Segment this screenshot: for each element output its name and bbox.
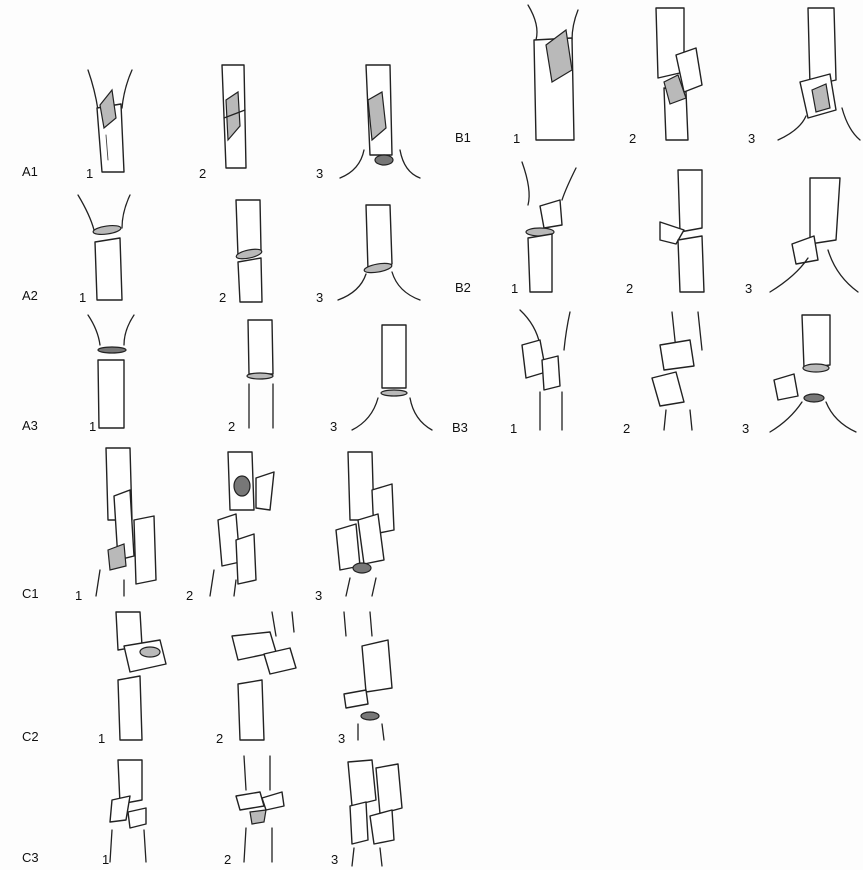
b3-3-drawing: [770, 315, 856, 432]
a2-item-2-label: 2: [219, 290, 226, 305]
c3-2-drawing: [236, 756, 284, 862]
b3-item-1-label: 1: [510, 421, 517, 436]
c1-2-drawing: [210, 452, 274, 596]
a1-1-drawing: [88, 70, 132, 172]
a3-item-3-label: 3: [330, 419, 337, 434]
c2-item-2-label: 2: [216, 731, 223, 746]
row-label-b1: B1: [455, 130, 471, 145]
b2-item-1-label: 1: [511, 281, 518, 296]
row-label-b3: B3: [452, 420, 468, 435]
row-label-b2: B2: [455, 280, 471, 295]
c1-item-2-label: 2: [186, 588, 193, 603]
b3-1-drawing: [520, 310, 570, 430]
a1-3-drawing: [340, 65, 420, 178]
b1-item-2-label: 2: [629, 131, 636, 146]
b3-item-2-label: 2: [623, 421, 630, 436]
b2-item-3-label: 3: [745, 281, 752, 296]
a1-item-2-label: 2: [199, 166, 206, 181]
c2-3-drawing: [344, 612, 392, 740]
b1-item-3-label: 3: [748, 131, 755, 146]
a3-3-drawing: [352, 325, 432, 430]
row-label-c3: C3: [22, 850, 39, 865]
b2-item-2-label: 2: [626, 281, 633, 296]
row-label-a2: A2: [22, 288, 38, 303]
row-label-c1: C1: [22, 586, 39, 601]
a1-item-3-label: 3: [316, 166, 323, 181]
b3-2-drawing: [652, 312, 702, 430]
c3-item-1-label: 1: [102, 852, 109, 867]
row-label-c2: C2: [22, 729, 39, 744]
a2-1-drawing: [78, 195, 130, 300]
a1-2-drawing: [222, 65, 246, 168]
c2-1-drawing: [116, 612, 166, 740]
c3-3-drawing: [348, 760, 402, 866]
b2-2-drawing: [660, 170, 704, 292]
a3-1-drawing: [88, 315, 134, 428]
b1-2-drawing: [656, 8, 702, 140]
c2-item-1-label: 1: [98, 731, 105, 746]
a2-item-3-label: 3: [316, 290, 323, 305]
b1-3-drawing: [778, 8, 860, 140]
a3-2-drawing: [247, 320, 273, 428]
a1-item-1-label: 1: [86, 166, 93, 181]
c2-2-drawing: [232, 612, 296, 740]
a3-item-2-label: 2: [228, 419, 235, 434]
c3-item-2-label: 2: [224, 852, 231, 867]
c3-item-3-label: 3: [331, 852, 338, 867]
row-label-a1: A1: [22, 164, 38, 179]
b3-item-3-label: 3: [742, 421, 749, 436]
c1-item-1-label: 1: [75, 588, 82, 603]
c1-1-drawing: [96, 448, 156, 596]
b1-1-drawing: [528, 5, 578, 140]
c1-3-drawing: [336, 452, 394, 596]
b1-item-1-label: 1: [513, 131, 520, 146]
b2-3-drawing: [770, 178, 858, 292]
a2-item-1-label: 1: [79, 290, 86, 305]
a2-3-drawing: [338, 205, 420, 300]
row-label-a3: A3: [22, 418, 38, 433]
c1-item-3-label: 3: [315, 588, 322, 603]
c3-1-drawing: [110, 760, 146, 862]
a2-2-drawing: [235, 200, 262, 302]
a3-item-1-label: 1: [89, 419, 96, 434]
b2-1-drawing: [522, 162, 576, 292]
c2-item-3-label: 3: [338, 731, 345, 746]
